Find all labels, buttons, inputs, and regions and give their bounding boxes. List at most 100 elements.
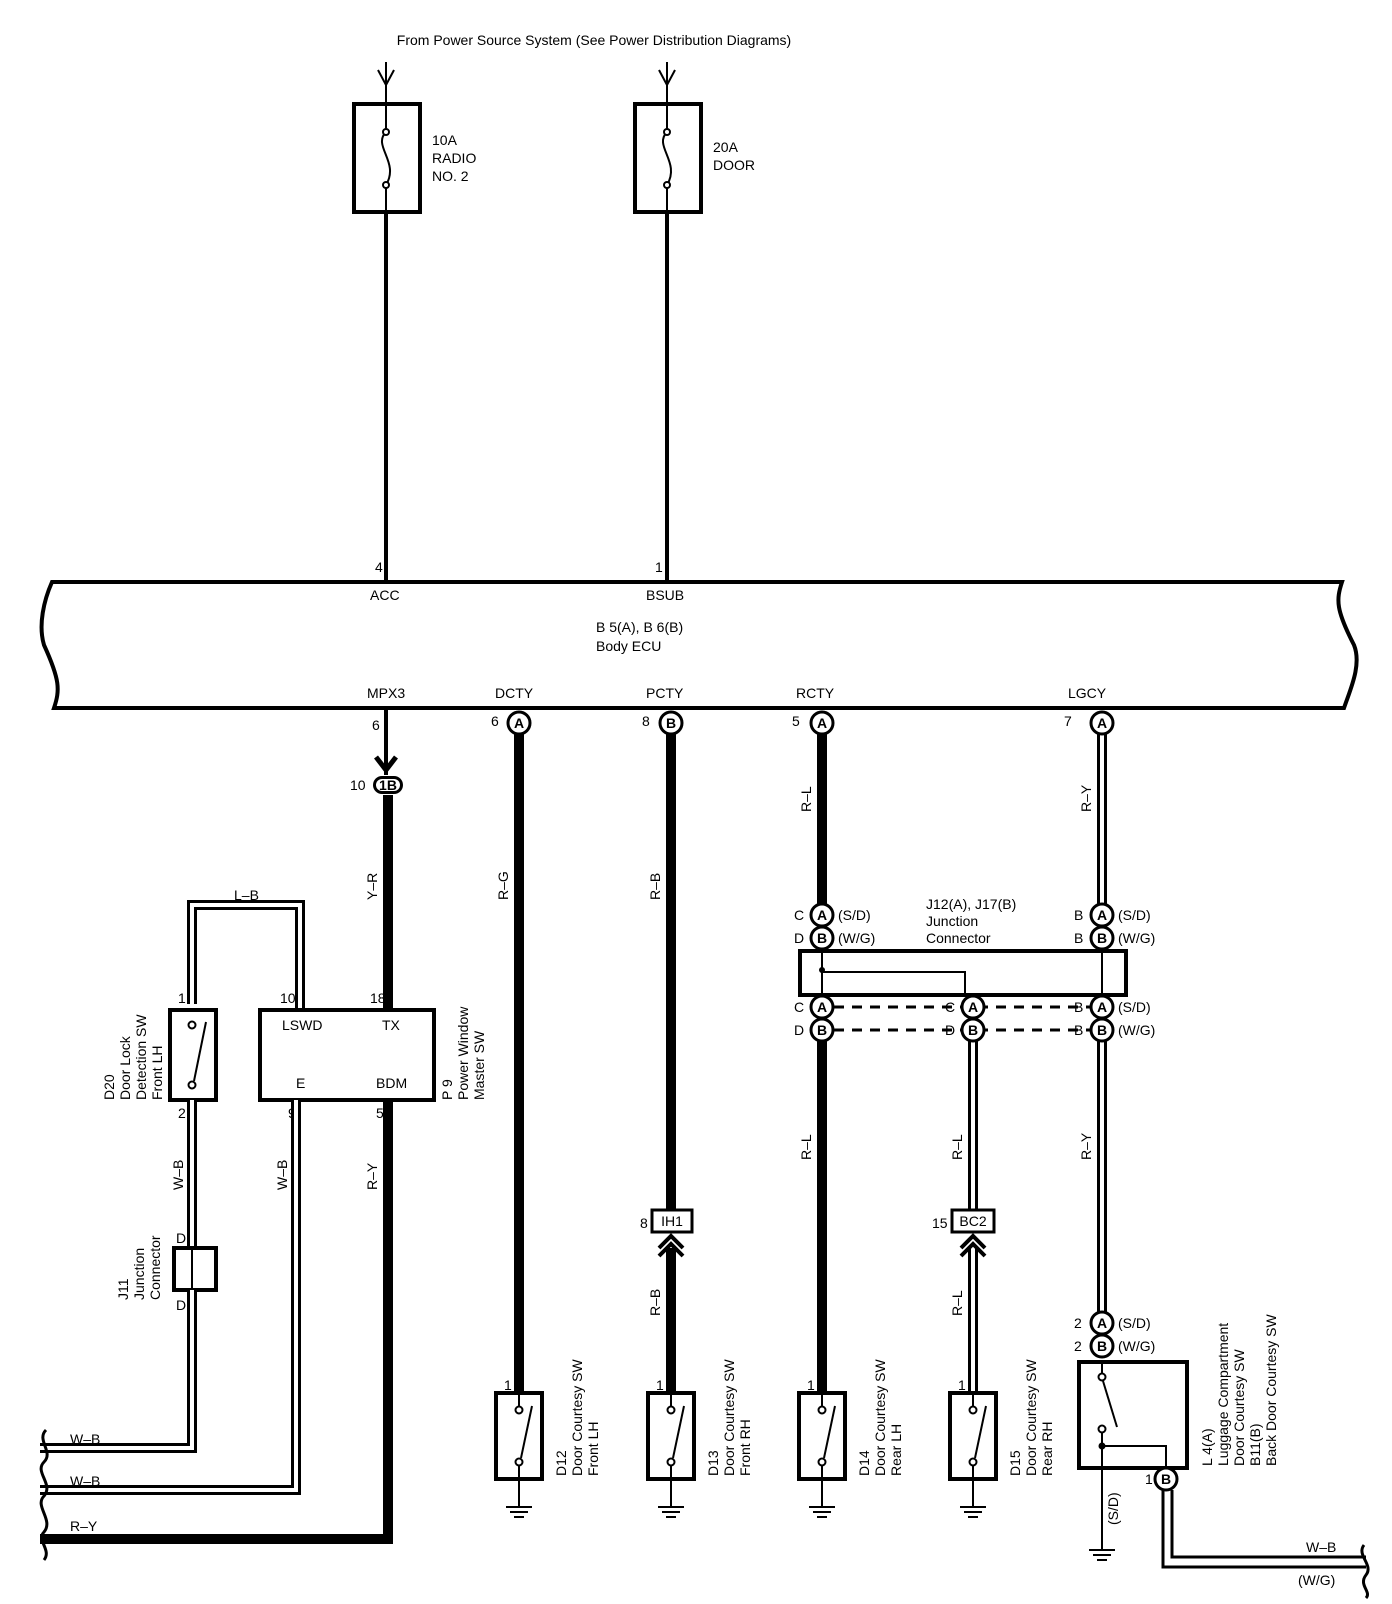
- wire-pcty-label-lower: R–B: [647, 1289, 663, 1316]
- fuse-radio-no2: 10A RADIO NO. 2: [352, 62, 476, 214]
- ih1-id: IH1: [661, 1213, 683, 1229]
- ju-right-pin-b: B: [1074, 930, 1083, 946]
- pin-pcty-num: 8: [642, 713, 650, 729]
- wire-bdm-label: R–Y: [364, 1162, 380, 1190]
- d20-pin-bot: 2: [178, 1105, 186, 1121]
- jl-mid-pin-a: C: [945, 999, 955, 1015]
- d15-pin: 1: [958, 1377, 966, 1393]
- connector-bc2: 15 BC2: [932, 1208, 996, 1258]
- fuse-radio-name2: NO. 2: [432, 168, 469, 184]
- p9-pin-bdm: BDM: [376, 1075, 407, 1091]
- wire-lgcy-label-lower: R–Y: [1078, 1132, 1094, 1160]
- wire-lgcy-label-upper: R–Y: [1078, 784, 1094, 812]
- l4-line1: L 4(A): [1199, 1428, 1215, 1466]
- wire-mpx3-label: Y–R: [364, 873, 380, 900]
- ju-right-pin-a: B: [1074, 907, 1083, 923]
- junction-connector-j12-j17: J12(A), J17(B) Junction Connector C A (S…: [794, 896, 1155, 1043]
- l4-ground-label: (S/D): [1105, 1492, 1121, 1525]
- bottom-ry-label: R–Y: [70, 1518, 98, 1534]
- fuse-door: 20A DOOR: [633, 62, 755, 214]
- d14-l1: Door Courtesy SW: [872, 1359, 888, 1476]
- fuse-door-name: DOOR: [713, 157, 755, 173]
- body-ecu: 4 1 ACC BSUB B 5(A), B 6(B) Body ECU MPX…: [39, 559, 1359, 710]
- l4-pin-out: 1: [1145, 1471, 1153, 1487]
- d20-l1: Door Lock: [117, 1035, 133, 1100]
- d20-l2: Detection SW: [133, 1014, 149, 1100]
- wire-pcty-label-upper: R–B: [647, 873, 663, 900]
- d12-l1: Door Courtesy SW: [569, 1359, 585, 1476]
- p9-pin-tx: TX: [382, 1017, 401, 1033]
- jl-left-pin-a: C: [794, 999, 804, 1015]
- pin-lgcy-num: 7: [1064, 713, 1072, 729]
- jl-right-conn-a: A: [1097, 999, 1107, 1015]
- jl-right-note-b: (W/G): [1118, 1022, 1155, 1038]
- bc2-pin: 15: [932, 1215, 948, 1231]
- ecu-pin-dcty-name: DCTY: [495, 685, 534, 701]
- jl-mid-conn-b: B: [968, 1022, 978, 1038]
- d13-id: D13: [705, 1450, 721, 1476]
- p9-pin-lswd: LSWD: [282, 1017, 322, 1033]
- l4-line4: B11(B): [1247, 1423, 1263, 1466]
- ecu-pin-lgcy-name: LGCY: [1068, 685, 1107, 701]
- ecu-pin-pcty-name: PCTY: [646, 685, 684, 701]
- l4-line3: Door Courtesy SW: [1231, 1349, 1247, 1466]
- j11-pin-bot: D: [176, 1297, 186, 1313]
- bc2-id: BC2: [959, 1213, 986, 1229]
- l4-line5: Back Door Courtesy SW: [1263, 1314, 1279, 1466]
- j11-id: J11: [115, 1278, 131, 1300]
- l4-conn-top-a: A: [1097, 1315, 1107, 1331]
- ju-right-conn-a: A: [1097, 907, 1107, 923]
- bottom-wb2-label: W–B: [70, 1473, 100, 1489]
- p9-l2: Master SW: [471, 1030, 487, 1100]
- ju-right-note-a: (S/D): [1118, 907, 1151, 923]
- jl-right-pin-a: B: [1074, 999, 1083, 1015]
- d13-l2: Front RH: [737, 1419, 753, 1476]
- d20-id: D20: [101, 1074, 117, 1100]
- left-section: L–B 1 2 D20 Door Lock Detection SW Front…: [39, 887, 487, 1561]
- ju-right-note-b: (W/G): [1118, 930, 1155, 946]
- d15-l2: Rear RH: [1039, 1422, 1055, 1476]
- p9-id: P 9: [439, 1079, 455, 1100]
- j11-l1: Junction: [131, 1248, 147, 1300]
- jl-mid-conn-a: A: [968, 999, 978, 1015]
- d13-pin: 1: [656, 1377, 664, 1393]
- jl-left-pin-b: D: [794, 1022, 804, 1038]
- bottom-wb1-label: W–B: [70, 1431, 100, 1447]
- d14-id: D14: [856, 1450, 872, 1476]
- l4-note-top-a: (S/D): [1118, 1315, 1151, 1331]
- pin-mpx3-num: 6: [372, 717, 380, 733]
- switch-d14: 1 D14 Door Courtesy SW Rear LH: [797, 1359, 904, 1518]
- d20-pin-top: 1: [178, 990, 186, 1006]
- j11-pin-top: D: [176, 1230, 186, 1246]
- wire-loop-label: L–B: [234, 887, 259, 903]
- wire-p9e-label: W–B: [274, 1160, 290, 1190]
- wire-rcty-label-upper: R–L: [798, 786, 814, 812]
- wire-d20-label: W–B: [170, 1160, 186, 1190]
- d12-id: D12: [553, 1450, 569, 1476]
- switch-d15: 1 D15 Door Courtesy SW Rear RH: [948, 1359, 1055, 1518]
- ju-left-pin-a: C: [794, 907, 804, 923]
- switch-d13: 1 D13 Door Courtesy SW Front RH: [646, 1359, 753, 1518]
- p9-num-lswd: 10: [280, 990, 296, 1006]
- connector-ih1: 8 IH1: [640, 1208, 694, 1258]
- ecu-pin-connectors: A B A A: [506, 710, 1115, 736]
- inline-connector-1b: 10 1B: [350, 776, 403, 794]
- d12-l2: Front LH: [585, 1422, 601, 1476]
- ecu-ref: B 5(A), B 6(B): [596, 619, 683, 635]
- l4-pin-top-a: 2: [1074, 1315, 1082, 1331]
- d14-pin: 1: [807, 1377, 815, 1393]
- p9-pin-e: E: [296, 1075, 305, 1091]
- d15-l1: Door Courtesy SW: [1023, 1359, 1039, 1476]
- wire-rrh-label-mid: R–L: [949, 1134, 965, 1160]
- l4-line2: Luggage Compartment: [1215, 1323, 1231, 1466]
- wire-rrh-label-lower: R–L: [949, 1290, 965, 1316]
- conn-dcty: A: [514, 715, 524, 731]
- ecu-pin-mpx3-name: MPX3: [367, 685, 405, 701]
- ju-left-conn-a: A: [817, 907, 827, 923]
- ih1-pin: 8: [640, 1215, 648, 1231]
- jl-right-note-a: (S/D): [1118, 999, 1151, 1015]
- ju-left-pin-b: D: [794, 930, 804, 946]
- conn-pcty: B: [666, 715, 676, 731]
- l4-out-conn: B: [1161, 1471, 1171, 1487]
